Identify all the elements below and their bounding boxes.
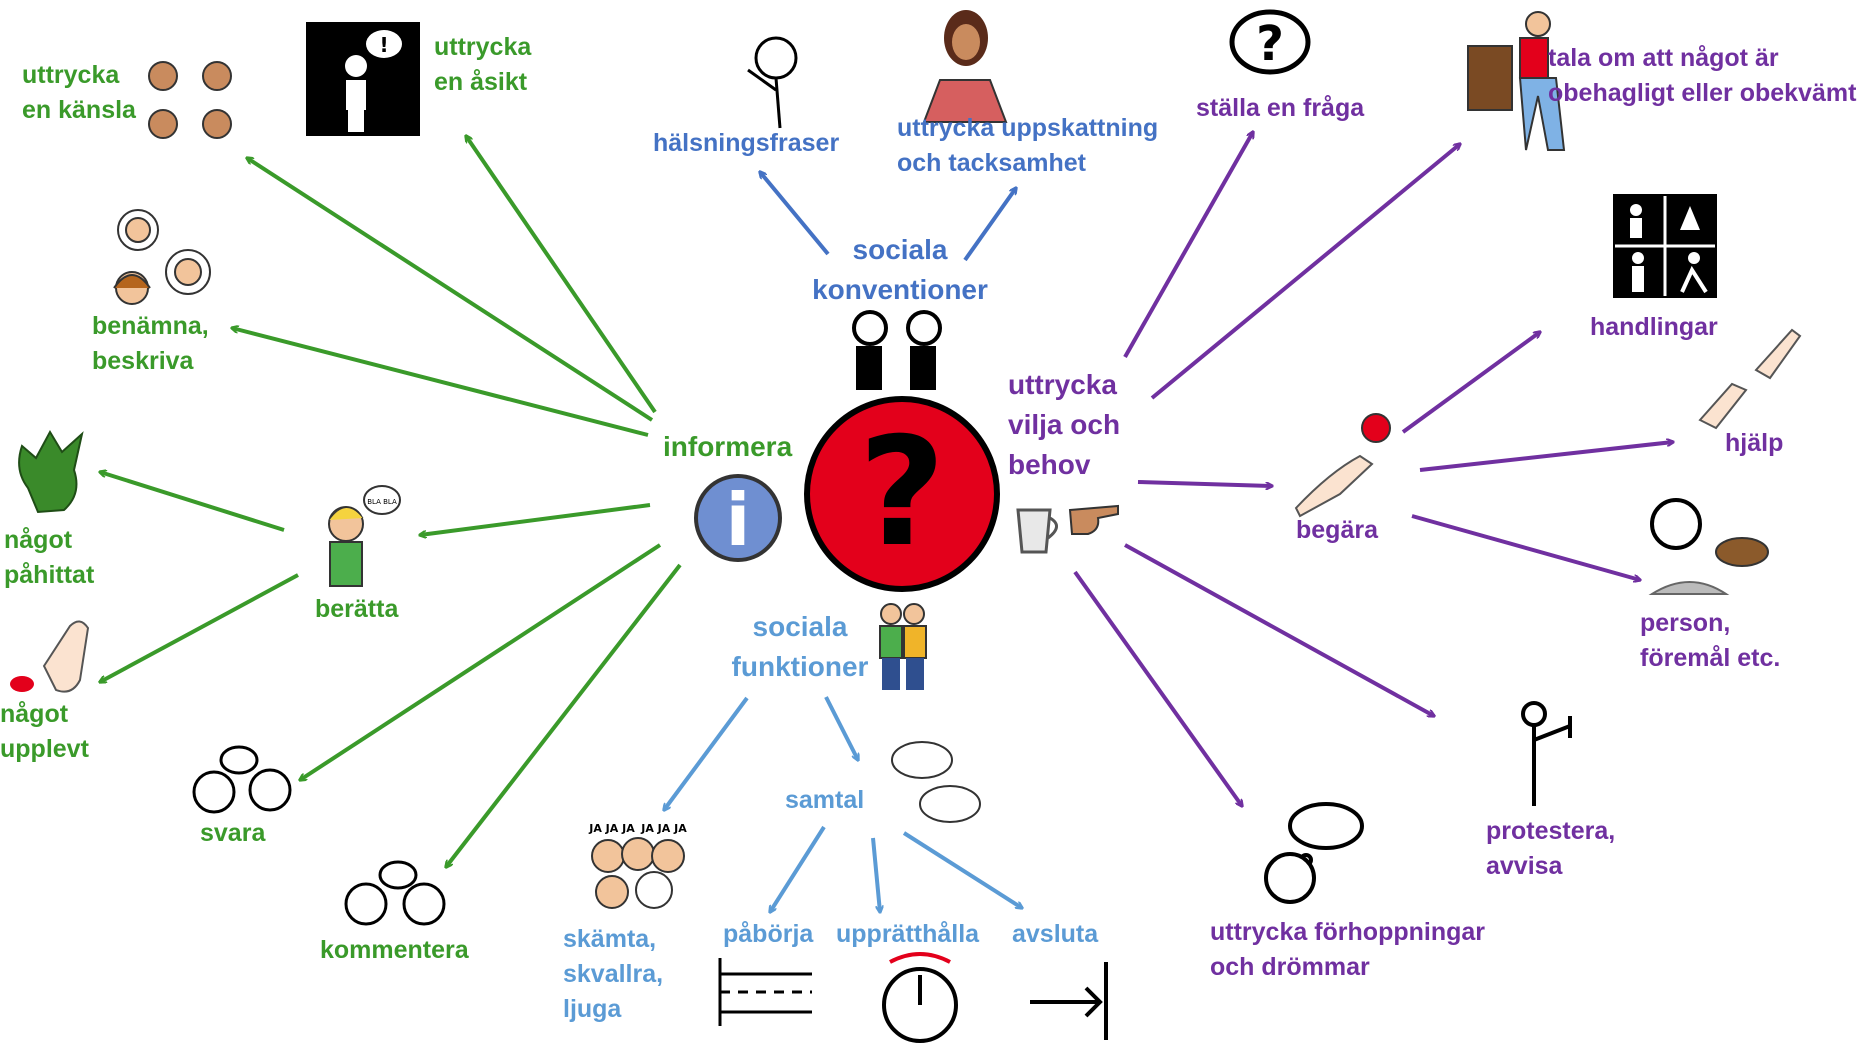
label-nagot-pahittat: något påhittat bbox=[4, 526, 95, 589]
opinion-icon: ! bbox=[306, 22, 420, 136]
label-protestera: protestera, avvisa bbox=[1486, 817, 1616, 880]
label-kommentera: kommentera bbox=[320, 936, 469, 964]
svg-text:JA JA JA: JA JA JA bbox=[588, 822, 635, 835]
konventioner-arrows bbox=[760, 172, 1016, 262]
thanks-icon bbox=[922, 10, 1008, 123]
label-informera: informera bbox=[663, 431, 793, 462]
label-halsningsfraser: hälsningsfraser bbox=[653, 129, 840, 157]
label-uppskattning: uttrycka uppskattning och tacksamhet bbox=[897, 114, 1159, 177]
label-svara: svara bbox=[200, 819, 266, 847]
svg-text:JA JA JA: JA JA JA bbox=[640, 822, 687, 835]
question-mark-icon: ? bbox=[804, 396, 1000, 592]
label-obehagligt: tala om att något är obehagligt eller ob… bbox=[1548, 44, 1857, 107]
friends-icon bbox=[879, 603, 927, 690]
start-line-icon bbox=[718, 958, 812, 1026]
dream-icon bbox=[1264, 802, 1364, 904]
naming-icon bbox=[113, 209, 211, 305]
label-handlingar: handlingar bbox=[1590, 313, 1718, 341]
label-uttrycka-vilja: uttrycka vilja och behov bbox=[1008, 369, 1121, 480]
label-paborja: påbörja bbox=[723, 920, 814, 948]
label-person: person, föremål etc. bbox=[1640, 609, 1781, 672]
person-objects-icon bbox=[1648, 498, 1769, 595]
label-sociala-funktioner: sociala funktioner bbox=[731, 611, 869, 682]
question-bubble-icon: ? bbox=[1229, 9, 1311, 75]
pointing-hand-icon bbox=[1068, 504, 1119, 535]
laughing-kids-icon: JA JA JA JA JA JA bbox=[588, 822, 687, 909]
vilja-arrows bbox=[1073, 132, 1673, 806]
dragon-icon bbox=[18, 429, 84, 514]
label-sociala-konventioner: sociala konventioner bbox=[812, 234, 988, 305]
label-begara: begära bbox=[1296, 516, 1378, 544]
label-hjalp: hjälp bbox=[1725, 429, 1784, 457]
info-icon: i bbox=[694, 474, 782, 562]
protest-icon bbox=[1521, 701, 1572, 806]
label-beratta: berätta bbox=[315, 595, 399, 623]
cup-icon bbox=[1016, 508, 1058, 554]
end-arrow-icon bbox=[1030, 962, 1108, 1040]
informera-arrows bbox=[100, 136, 682, 867]
svg-text:!: ! bbox=[379, 33, 388, 57]
label-stalla-fraga: ställa en fråga bbox=[1196, 94, 1365, 122]
label-samtal: samtal bbox=[785, 786, 865, 814]
label-uttrycka-kansla: uttrycka en känsla bbox=[22, 61, 136, 124]
uncomfortable-icon bbox=[1467, 11, 1566, 151]
answer-icon bbox=[192, 745, 292, 814]
storyteller-icon: BLA BLA bbox=[328, 485, 401, 587]
help-hands-icon bbox=[1698, 328, 1802, 430]
comment-icon bbox=[344, 860, 446, 926]
label-nagot-upplevt: något upplevt bbox=[0, 700, 89, 763]
greeting-icon bbox=[747, 36, 798, 129]
speech-bubbles-icon bbox=[891, 741, 981, 823]
label-uttrycka-asikt: uttrycka en åsikt bbox=[434, 33, 532, 96]
conversation-icon bbox=[852, 310, 942, 390]
stopwatch-icon bbox=[882, 952, 958, 1043]
funktioner-arrows bbox=[664, 696, 1022, 912]
label-avsluta: avsluta bbox=[1012, 920, 1099, 948]
svg-text:?: ? bbox=[858, 406, 945, 580]
label-skamta: skämta, skvallra, ljuga bbox=[563, 925, 664, 1023]
hand-ball-icon bbox=[1294, 413, 1391, 518]
svg-text:i: i bbox=[726, 478, 751, 562]
svg-text:BLA BLA: BLA BLA bbox=[367, 498, 397, 506]
label-benamna: benämna, beskriva bbox=[92, 312, 209, 375]
finger-press-icon bbox=[10, 620, 90, 693]
actions-icon bbox=[1613, 194, 1717, 298]
label-forhoppningar: uttrycka förhoppningar och drömmar bbox=[1210, 918, 1486, 981]
emotion-faces-icon bbox=[148, 61, 232, 139]
label-uppratthalla: upprätthålla bbox=[836, 920, 980, 948]
svg-text:?: ? bbox=[1256, 16, 1284, 72]
